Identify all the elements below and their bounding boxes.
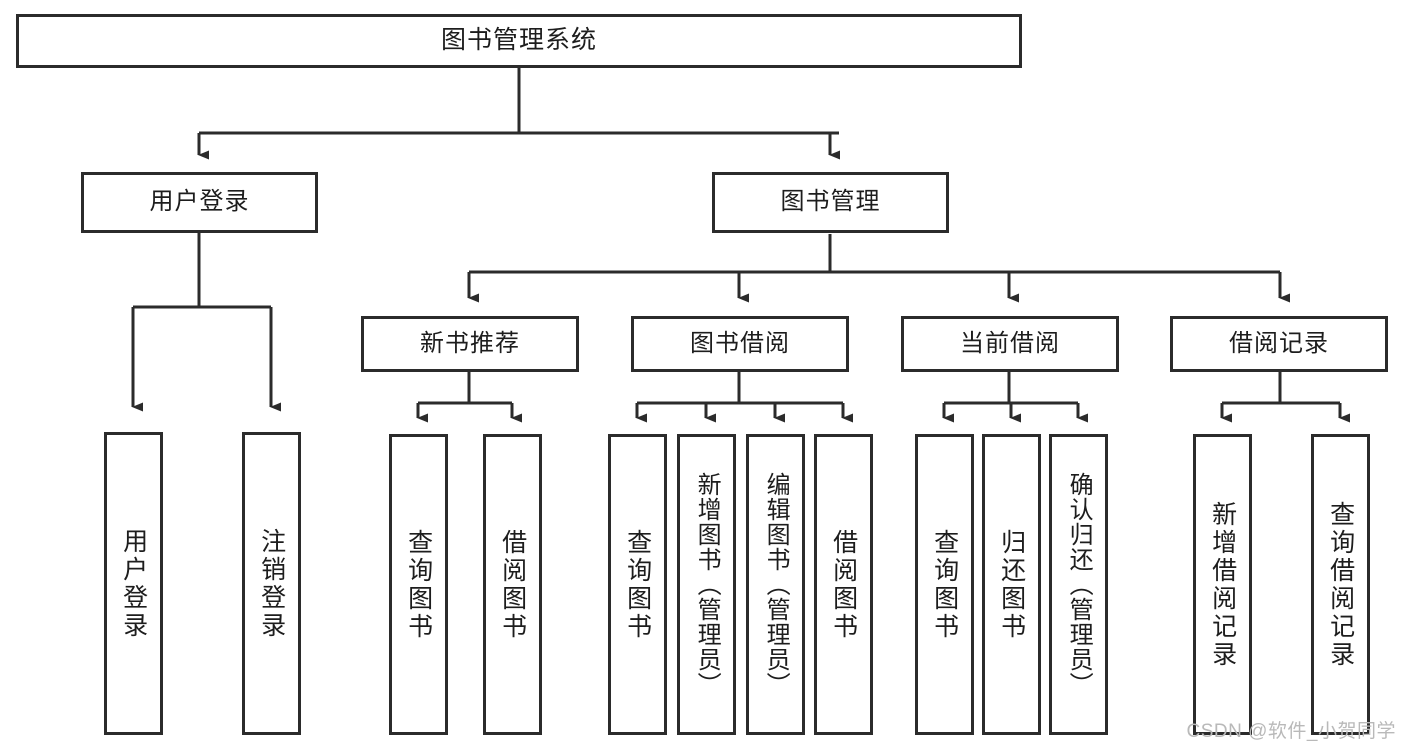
node-leaf-user-logout[interactable]: 注销登录 bbox=[242, 432, 301, 735]
node-new-book-recommend-label: 新书推荐 bbox=[420, 329, 520, 357]
node-book-management-label: 图书管理 bbox=[780, 188, 881, 216]
node-leaf-user-logout-label: 注销登录 bbox=[257, 527, 286, 640]
node-book-management[interactable]: 图书管理 bbox=[712, 172, 949, 233]
node-leaf-edit-book-label: 编辑图书（管理员） bbox=[762, 472, 790, 697]
node-leaf-add-record-label: 新增借阅记录 bbox=[1208, 500, 1237, 669]
node-new-book-recommend[interactable]: 新书推荐 bbox=[361, 316, 579, 372]
node-leaf-borrow-book-1-label: 借阅图书 bbox=[498, 528, 527, 641]
node-leaf-user-login[interactable]: 用户登录 bbox=[104, 432, 163, 735]
node-user-login-label: 用户登录 bbox=[149, 188, 250, 216]
node-leaf-borrow-book-1[interactable]: 借阅图书 bbox=[483, 434, 542, 735]
node-leaf-edit-book[interactable]: 编辑图书（管理员） bbox=[746, 434, 805, 735]
node-current-borrow[interactable]: 当前借阅 bbox=[901, 316, 1119, 372]
node-book-borrow[interactable]: 图书借阅 bbox=[631, 316, 849, 372]
node-book-borrow-label: 图书借阅 bbox=[690, 329, 790, 357]
node-leaf-query-book-3-label: 查询图书 bbox=[930, 528, 959, 641]
node-leaf-query-record[interactable]: 查询借阅记录 bbox=[1311, 434, 1370, 735]
node-leaf-query-book-1-label: 查询图书 bbox=[404, 528, 433, 641]
node-leaf-add-book[interactable]: 新增图书（管理员） bbox=[677, 434, 736, 735]
node-leaf-add-book-label: 新增图书（管理员） bbox=[693, 472, 721, 697]
node-root-label: 图书管理系统 bbox=[440, 26, 597, 55]
node-leaf-borrow-book-2-label: 借阅图书 bbox=[829, 528, 858, 641]
node-leaf-query-book-2[interactable]: 查询图书 bbox=[608, 434, 667, 735]
node-leaf-return-book[interactable]: 归还图书 bbox=[982, 434, 1041, 735]
node-leaf-borrow-book-2[interactable]: 借阅图书 bbox=[814, 434, 873, 735]
node-current-borrow-label: 当前借阅 bbox=[960, 329, 1060, 357]
node-leaf-confirm-return-label: 确认归还（管理员） bbox=[1065, 472, 1093, 697]
node-leaf-confirm-return[interactable]: 确认归还（管理员） bbox=[1049, 434, 1108, 735]
node-leaf-user-login-label: 用户登录 bbox=[119, 527, 148, 640]
node-leaf-query-record-label: 查询借阅记录 bbox=[1326, 500, 1355, 669]
node-leaf-return-book-label: 归还图书 bbox=[997, 528, 1026, 641]
node-borrow-record-label: 借阅记录 bbox=[1229, 329, 1329, 357]
node-leaf-query-book-3[interactable]: 查询图书 bbox=[915, 434, 974, 735]
node-root[interactable]: 图书管理系统 bbox=[16, 14, 1022, 68]
node-leaf-query-book-2-label: 查询图书 bbox=[623, 528, 652, 641]
node-leaf-query-book-1[interactable]: 查询图书 bbox=[389, 434, 448, 735]
node-user-login[interactable]: 用户登录 bbox=[81, 172, 318, 233]
node-leaf-add-record[interactable]: 新增借阅记录 bbox=[1193, 434, 1252, 735]
node-borrow-record[interactable]: 借阅记录 bbox=[1170, 316, 1388, 372]
